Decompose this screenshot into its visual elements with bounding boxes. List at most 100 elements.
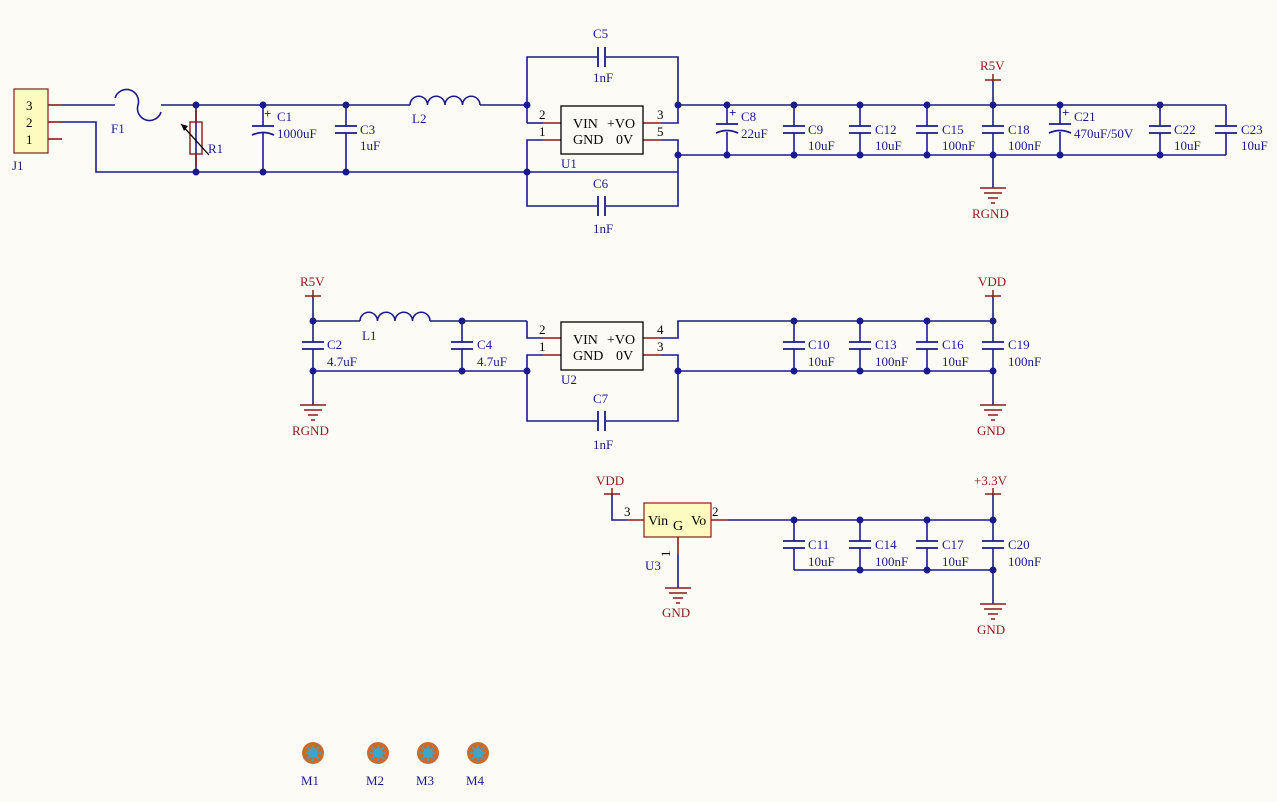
u2-vin: VIN [573, 333, 598, 348]
c2-value: 4.7uF [327, 354, 357, 369]
c15-capacitor-symbol [916, 125, 938, 134]
c19-capacitor-symbol [982, 341, 1004, 350]
c9-capacitor-symbol [783, 125, 805, 134]
c4-capacitor-symbol [451, 341, 473, 350]
c13-capacitor-symbol [849, 341, 871, 350]
u1-vin: VIN [573, 117, 598, 132]
c12-label: C12 [875, 122, 897, 137]
mounting-hole-m2 [367, 742, 389, 764]
r1-thermistor-symbol [180, 110, 210, 166]
c9-value: 10uF [808, 138, 835, 153]
c20-capacitor-symbol [982, 540, 1004, 549]
c19-label: C19 [1008, 337, 1030, 352]
c16-value: 10uF [942, 354, 969, 369]
c16-label: C16 [942, 337, 964, 352]
c6-capacitor-symbol [597, 196, 606, 216]
c22-value: 10uF [1174, 138, 1201, 153]
c2-capacitor-symbol [302, 341, 324, 350]
c15-label: C15 [942, 122, 964, 137]
v33-label: +3.3V [974, 473, 1008, 488]
u3-g: G [673, 519, 683, 534]
u1-pin-3: 3 [657, 107, 664, 122]
r1-label: R1 [208, 141, 223, 156]
gnd-bot-symbol [980, 603, 1006, 620]
u1-gnd: GND [573, 133, 603, 148]
u3-pin-2: 2 [712, 504, 719, 519]
u3-label: U3 [645, 558, 661, 573]
c7-capacitor-symbol [597, 411, 606, 431]
rgnd-mid-symbol [300, 404, 326, 421]
u1-0v: 0V [616, 133, 633, 148]
u1-pin-5: 5 [657, 124, 664, 139]
c3-value: 1uF [360, 138, 380, 153]
u2-pin-3: 3 [657, 339, 664, 354]
r5v-top-label: R5V [980, 58, 1005, 73]
u3-ldo [627, 519, 728, 554]
gnd-mid-symbol [980, 404, 1006, 421]
c4-label: C4 [477, 337, 493, 352]
c1-label: C1 [277, 109, 292, 124]
c13-value: 100nF [875, 354, 908, 369]
c19-value: 100nF [1008, 354, 1041, 369]
svg-text:+: + [264, 106, 271, 121]
u1-vo: +VO [607, 117, 635, 132]
l1-inductor-symbol [359, 310, 431, 322]
c8-label: C8 [741, 109, 756, 124]
mounting-hole-m1 [302, 742, 324, 764]
l2-label: L2 [412, 111, 426, 126]
c3-label: C3 [360, 122, 375, 137]
vdd-bot-port [604, 488, 620, 495]
r5v-mid-port [305, 290, 321, 297]
r5v-mid-label: R5V [300, 274, 325, 289]
c21-capacitor-symbol: + [1048, 105, 1072, 134]
u3-vo: Vo [691, 514, 706, 529]
r5v-top-port [985, 74, 1001, 81]
u2-pin-1: 1 [539, 339, 546, 354]
c18-capacitor-symbol [982, 125, 1004, 134]
c5-label: C5 [593, 26, 608, 41]
u2-0v: 0V [616, 349, 633, 364]
j1-connector-body [13, 88, 49, 154]
c3-capacitor-symbol [335, 125, 357, 134]
c20-label: C20 [1008, 537, 1030, 552]
c17-value: 10uF [942, 554, 969, 569]
svg-text:+: + [729, 105, 736, 120]
u1-label: U1 [561, 156, 577, 171]
row1-junctions [192, 101, 1164, 176]
u2-pin-2: 2 [539, 322, 546, 337]
c21-value: 470uF/50V [1074, 126, 1134, 141]
u3-pin-3: 3 [624, 504, 631, 519]
u2-regulator [543, 321, 661, 371]
c14-value: 100nF [875, 554, 908, 569]
gnd-u3-label: GND [662, 605, 690, 620]
u1-regulator [543, 105, 661, 155]
c12-value: 10uF [875, 138, 902, 153]
c15-value: 100nF [942, 138, 975, 153]
c1-value: 1000uF [277, 126, 317, 141]
rgnd-mid-label: RGND [292, 423, 329, 438]
c10-label: C10 [808, 337, 830, 352]
f1-label: F1 [111, 121, 125, 136]
c14-label: C14 [875, 537, 897, 552]
u2-pin-4: 4 [657, 322, 664, 337]
rgnd-top-label: RGND [972, 206, 1009, 221]
c5-value: 1nF [593, 70, 613, 85]
j1-pin-3: 3 [26, 98, 33, 113]
c10-capacitor-symbol [783, 341, 805, 350]
m1-label: M1 [301, 773, 319, 788]
u2-vo: +VO [607, 333, 635, 348]
row2-junctions [309, 317, 997, 375]
m4-label: M4 [466, 773, 485, 788]
u2-label: U2 [561, 372, 577, 387]
j1-pin-2: 2 [26, 115, 33, 130]
j1-pin-1: 1 [26, 132, 33, 147]
m2-label: M2 [366, 773, 384, 788]
c6-label: C6 [593, 176, 609, 191]
c13-label: C13 [875, 337, 897, 352]
c12-capacitor-symbol [849, 125, 871, 134]
c21-label: C21 [1074, 109, 1096, 124]
svg-text:+: + [1062, 105, 1069, 120]
rgnd-top-symbol [980, 187, 1006, 204]
c8-value: 22uF [741, 126, 768, 141]
j1-label: J1 [12, 158, 24, 173]
